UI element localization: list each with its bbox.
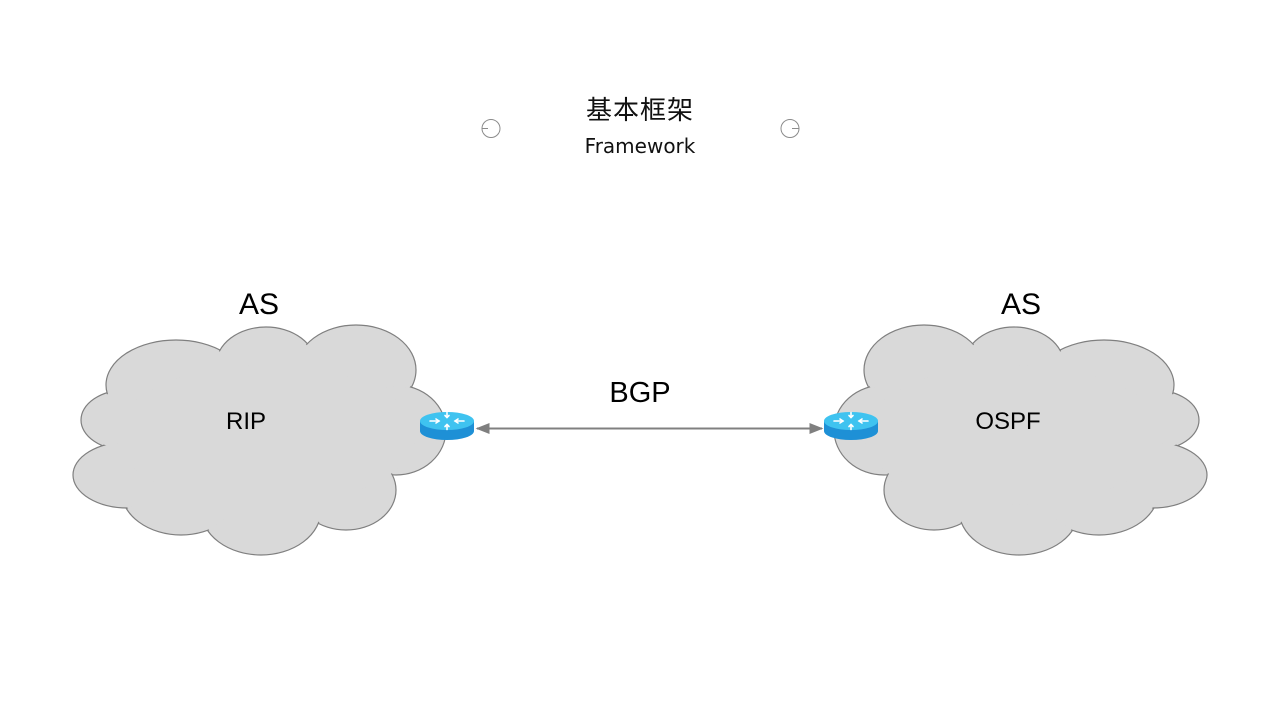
title-divider-right [780, 119, 1240, 138]
page-title: 基本框架 [585, 96, 694, 126]
right-as-label: AS [1000, 288, 1042, 321]
left-as-cloud [72, 324, 447, 556]
page-subtitle: Framework [584, 134, 696, 158]
title-divider-left [40, 119, 501, 138]
right-protocol-label: OSPF [975, 408, 1041, 435]
left-protocol-label: RIP [225, 408, 266, 435]
left-as-label: AS [238, 288, 280, 321]
right-as-cloud [833, 324, 1208, 556]
left-router-icon [419, 411, 475, 441]
bgp-link-label: BGP [609, 377, 671, 409]
right-router-icon [823, 411, 879, 441]
